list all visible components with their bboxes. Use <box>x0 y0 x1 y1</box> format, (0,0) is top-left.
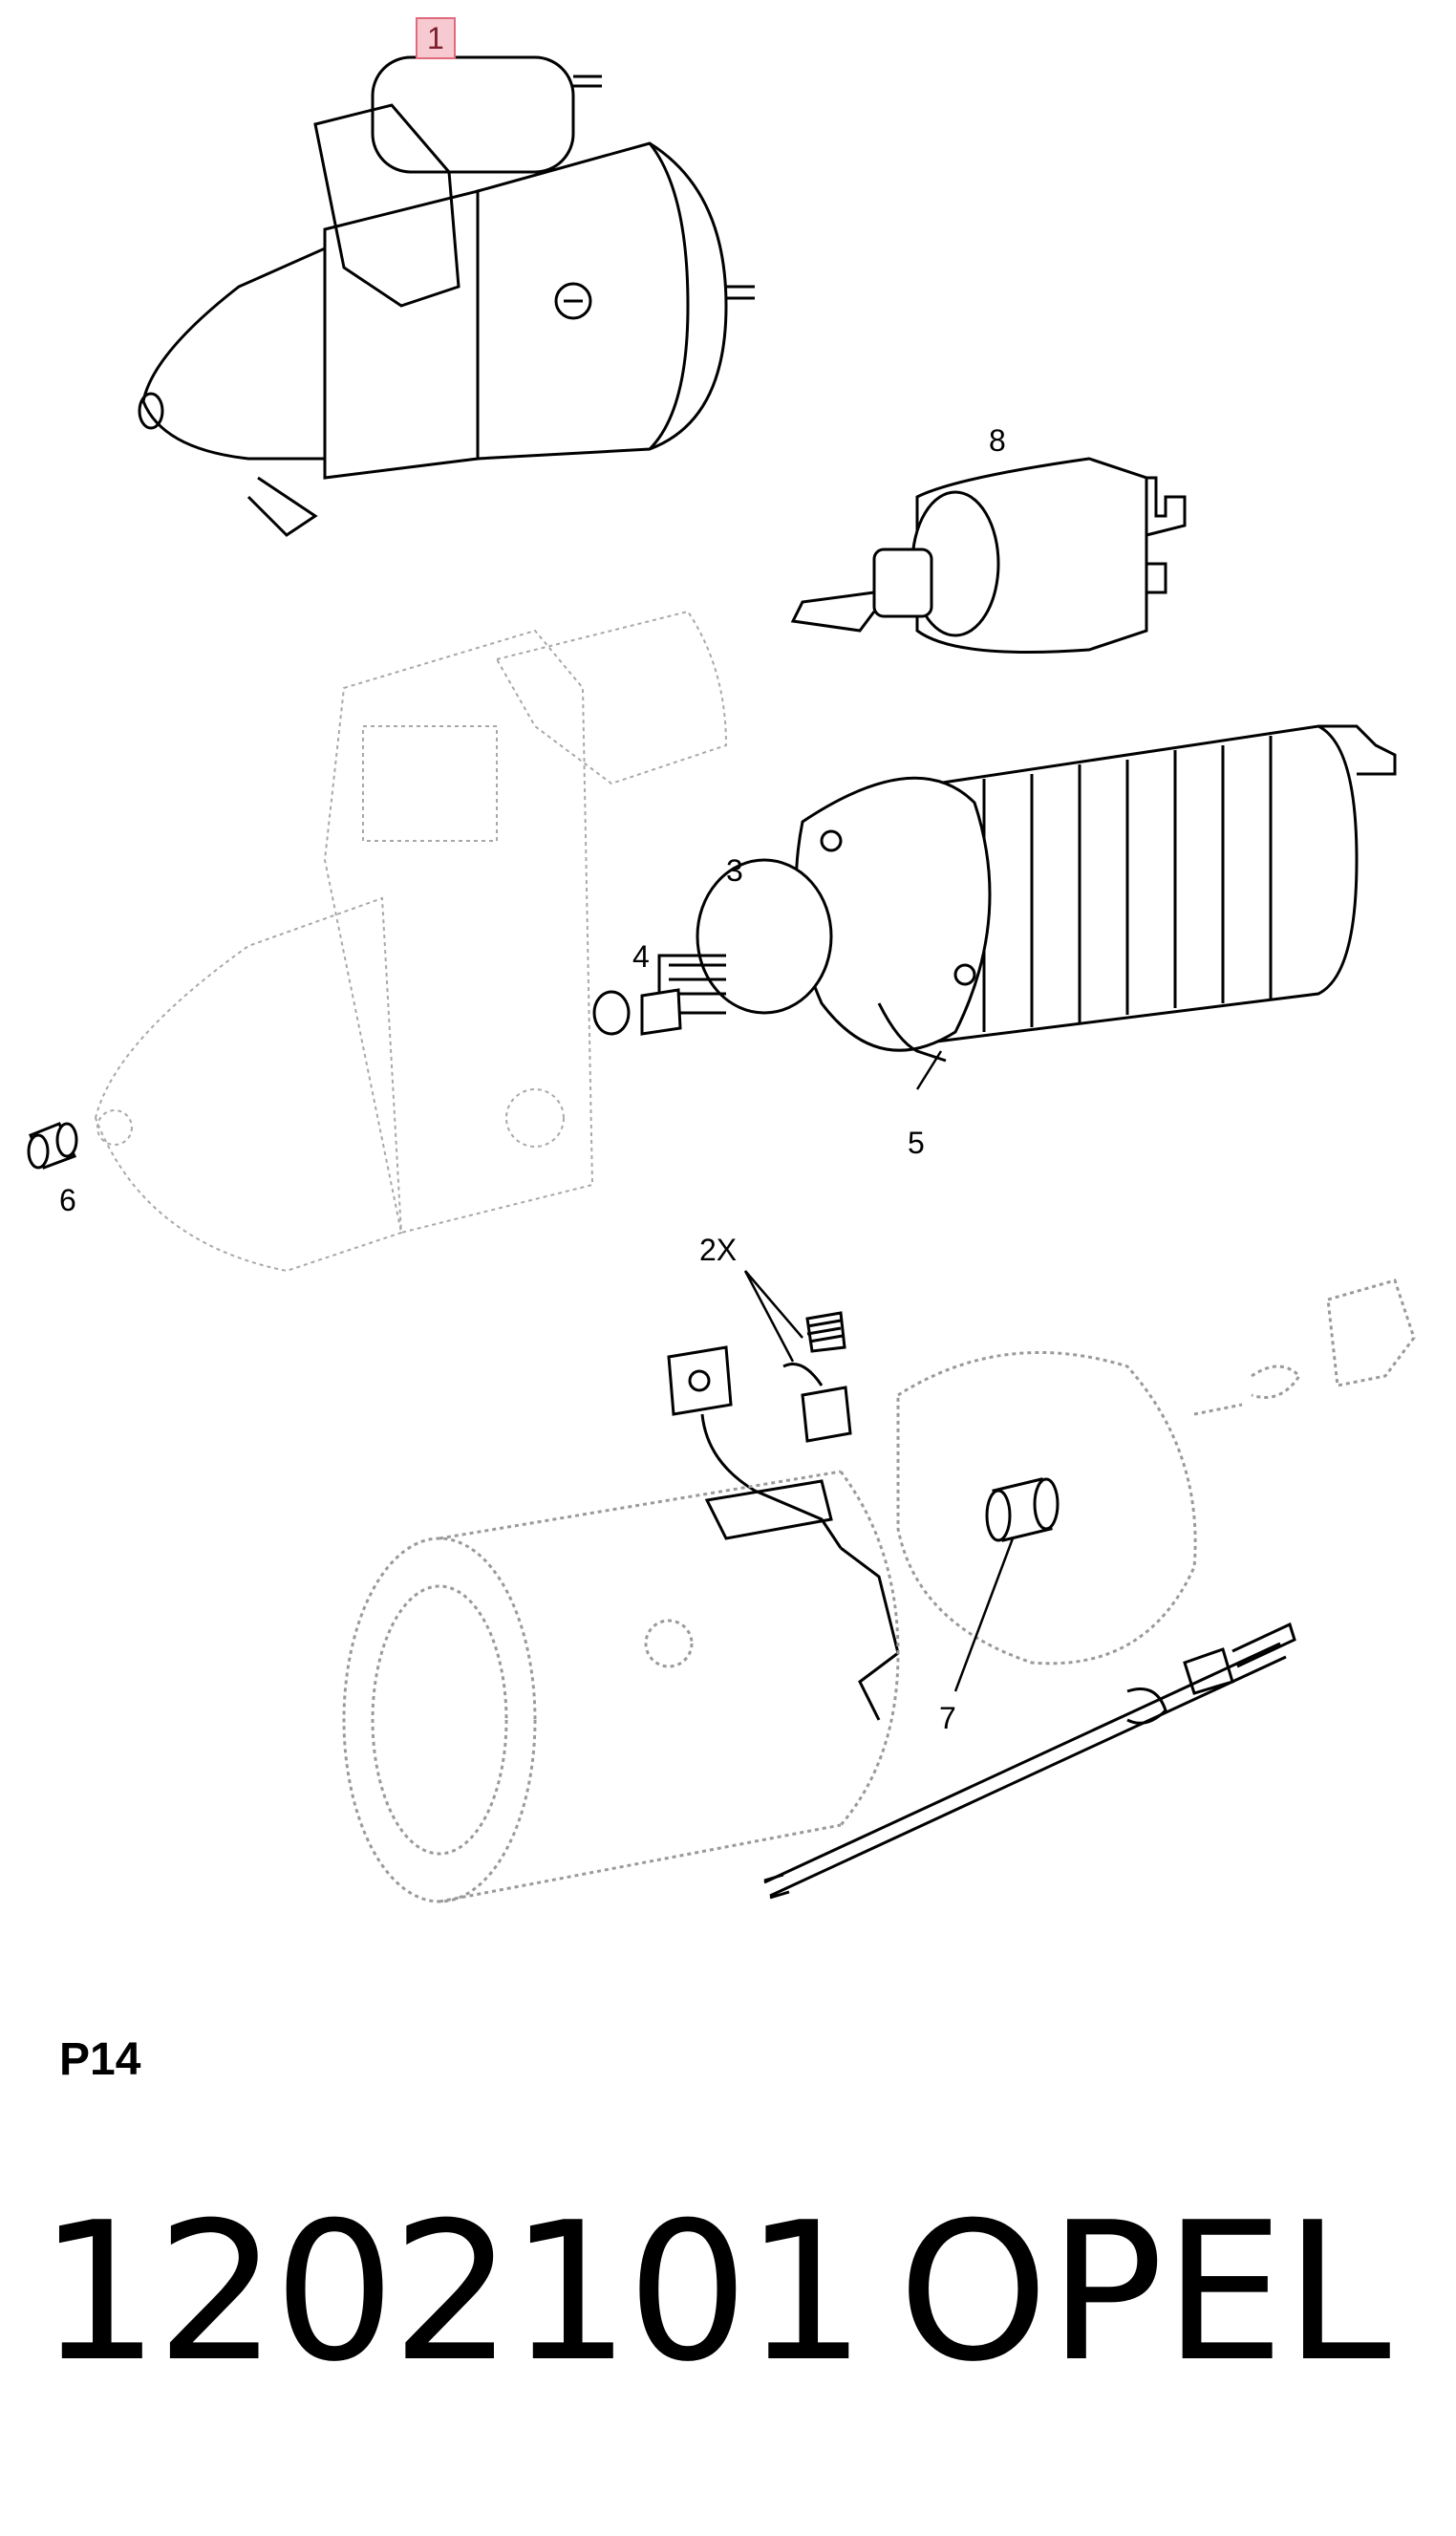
leader-lines <box>743 1050 1015 1692</box>
brand-name: OPEL <box>898 2181 1391 2404</box>
end-cap-bushing <box>985 1477 1060 1542</box>
page-code: P14 <box>59 2034 141 2085</box>
brush-and-spring <box>782 1311 852 1443</box>
callout-3: 3 <box>726 853 743 888</box>
callout-8: 8 <box>989 423 1006 458</box>
brush-holder <box>667 1345 900 1721</box>
callout-4: 4 <box>632 939 650 974</box>
starter-motor-assembly <box>138 55 755 537</box>
through-bolt <box>763 1622 1296 1900</box>
armature-assembly <box>657 724 1397 1063</box>
ghost-starter-housing <box>94 610 728 1273</box>
bushing <box>27 1122 78 1170</box>
drive-spacer <box>592 988 682 1036</box>
part-number: 1202101 <box>38 2181 867 2404</box>
callout-1[interactable]: 1 <box>416 17 456 59</box>
callout-6: 6 <box>59 1183 76 1217</box>
callout-5: 5 <box>908 1126 925 1160</box>
starter-motor-exploded-diagram <box>27 55 1416 1903</box>
solenoid-switch <box>790 457 1187 654</box>
ghost-field-housing <box>342 1279 1416 1903</box>
callout-7: 7 <box>939 1701 956 1735</box>
callout-2x: 2X <box>699 1233 738 1267</box>
